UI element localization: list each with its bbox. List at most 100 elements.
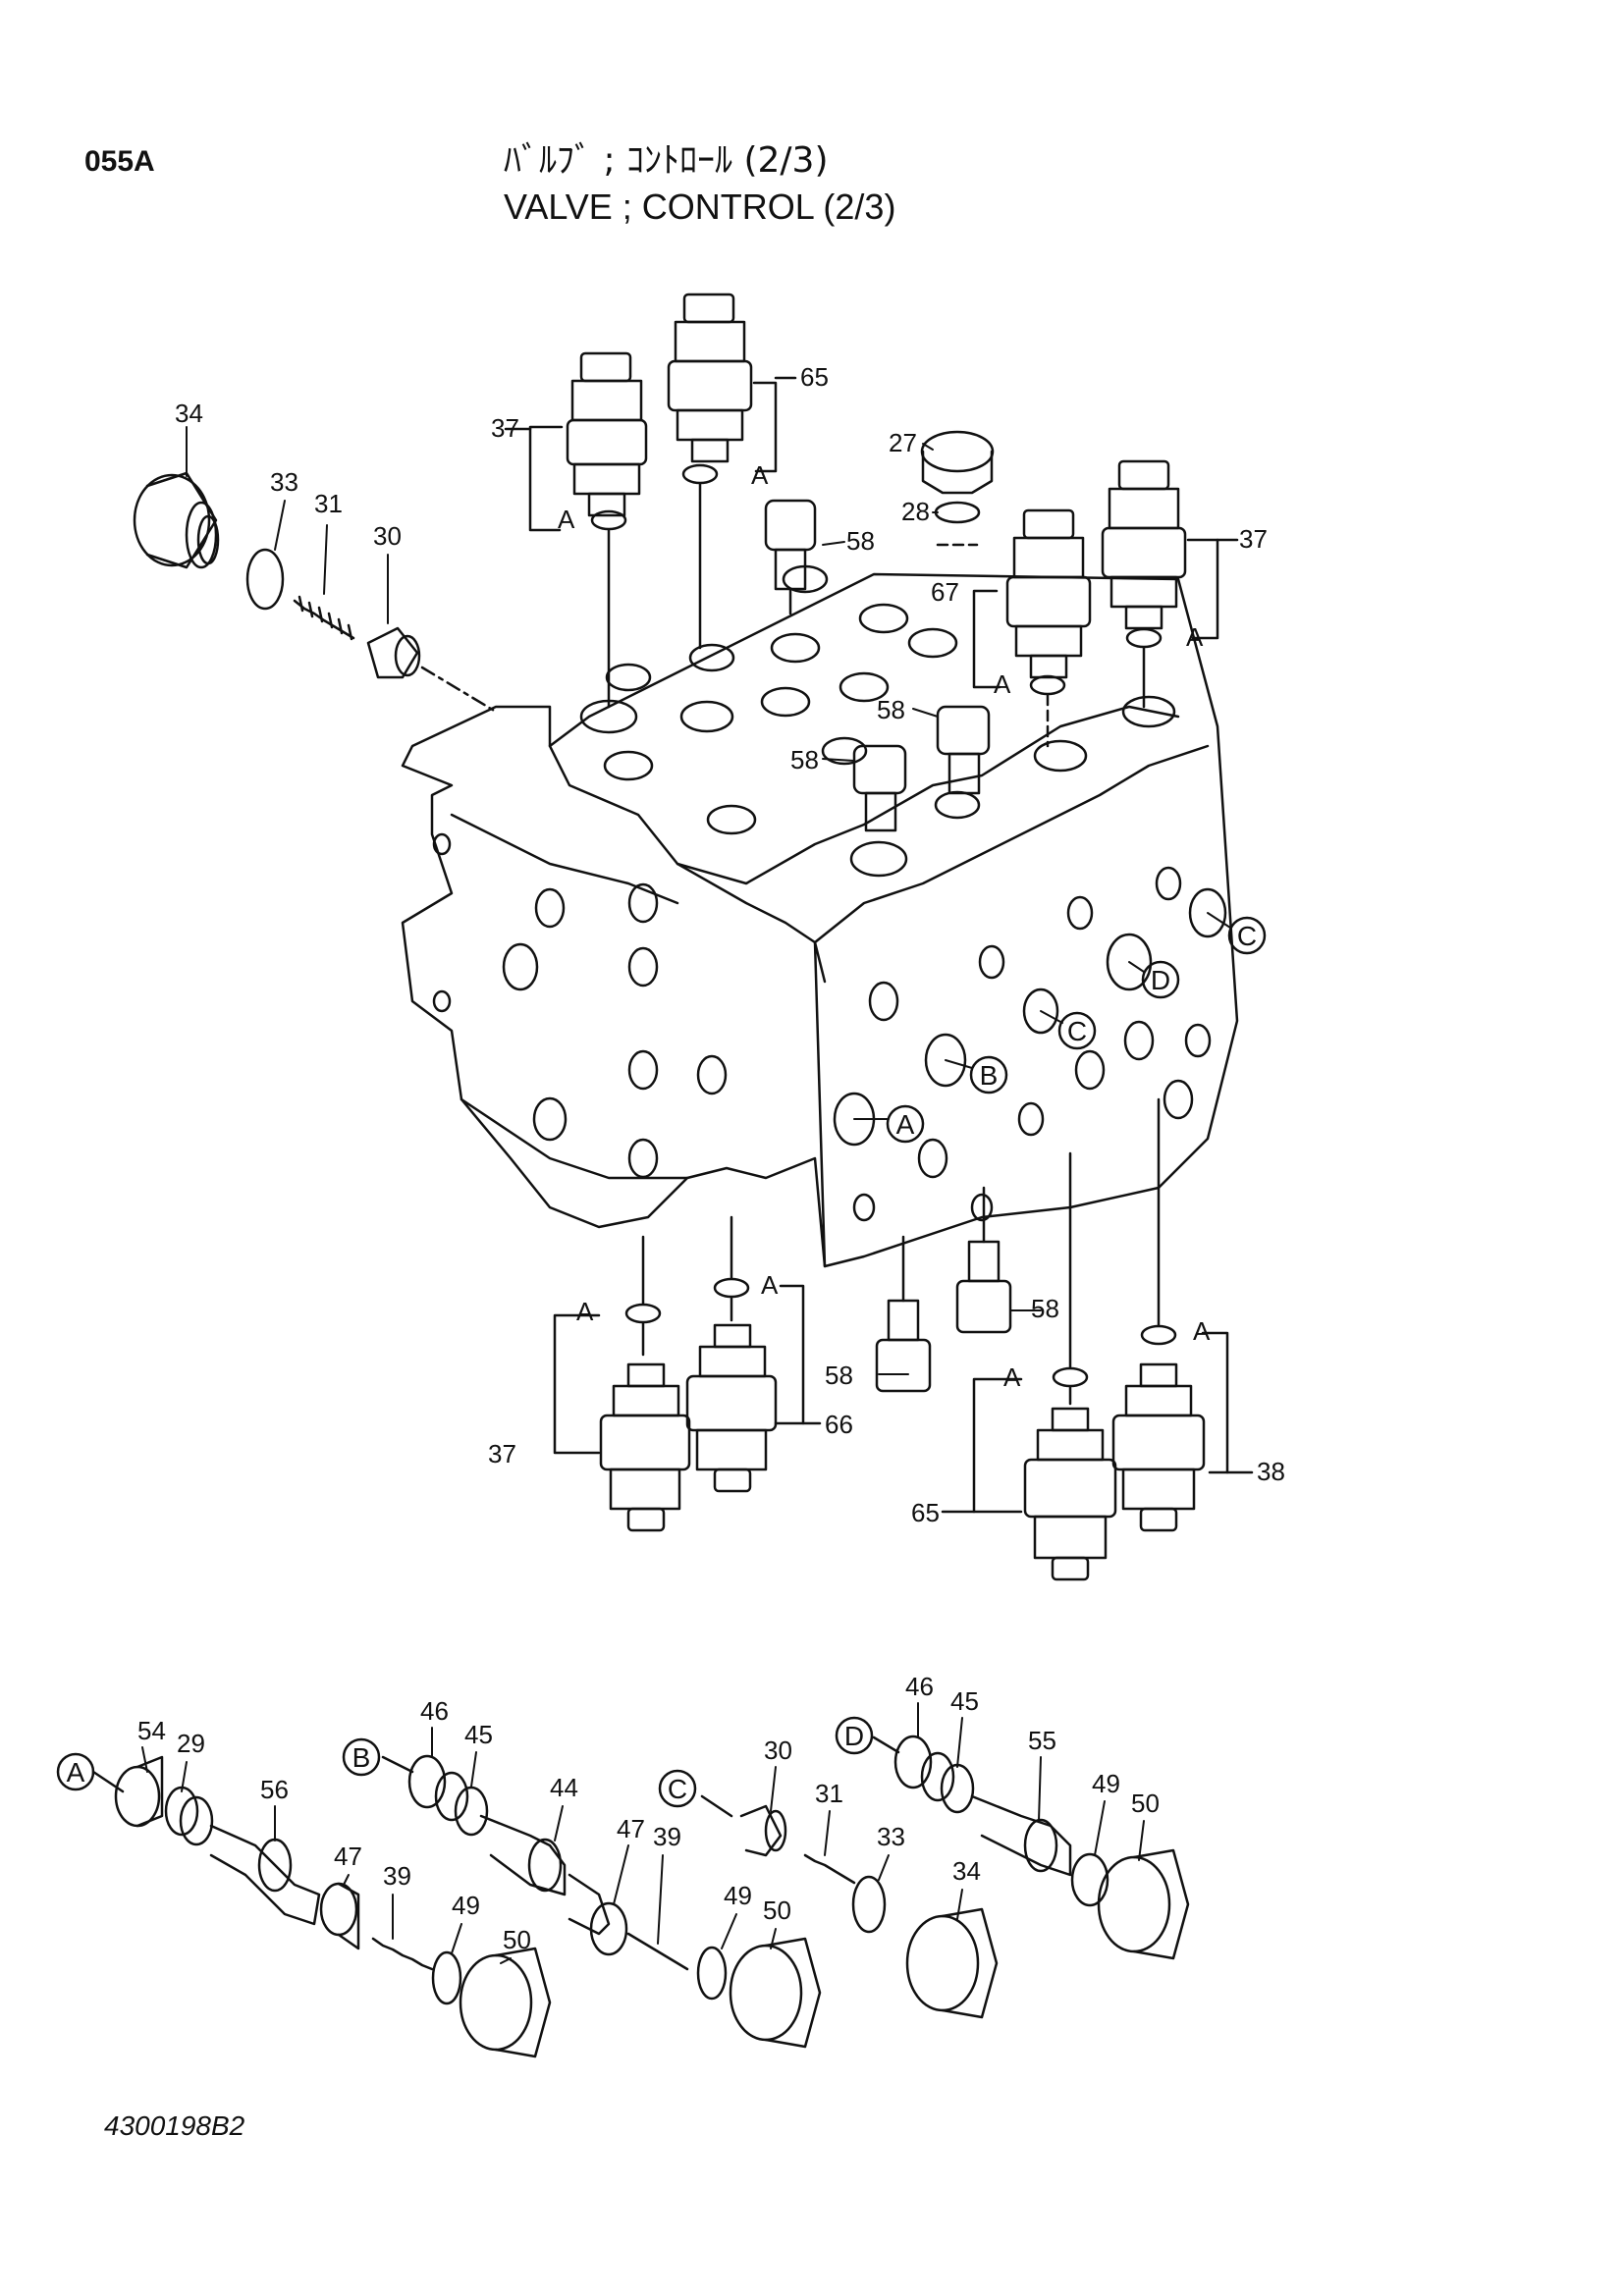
callout-67: 67	[931, 577, 959, 607]
explode-letter-c: C	[658, 1769, 697, 1808]
port-letter-a: A	[853, 1104, 925, 1144]
relief-valve-38	[1111, 1362, 1206, 1532]
page-code: 055A	[84, 145, 155, 178]
callout-34: 34	[952, 1856, 981, 1886]
o-ring-a-37-right	[1125, 627, 1163, 649]
callout-45: 45	[950, 1686, 979, 1716]
explode-letter-d: D	[835, 1716, 874, 1755]
o-ring-a-38	[1140, 1324, 1177, 1346]
svg-text:C: C	[1237, 921, 1257, 951]
callout-45: 45	[464, 1720, 493, 1749]
check-valve-58-bottom-right	[955, 1186, 1012, 1334]
callout-50: 50	[1131, 1789, 1160, 1818]
valve-body	[401, 564, 1239, 1268]
o-ring-33-top	[245, 548, 285, 611]
callout-58: 58	[1031, 1294, 1059, 1323]
check-valve-58-top	[764, 499, 817, 615]
callout-50: 50	[503, 1925, 531, 1954]
svg-text:B: B	[980, 1060, 999, 1091]
callout-leaders	[141, 426, 1145, 1964]
svg-text:D: D	[1151, 965, 1170, 995]
callout-38: 38	[1257, 1457, 1285, 1486]
callout-a: A	[761, 1270, 779, 1300]
callout-33: 33	[877, 1822, 905, 1851]
spool-assembly-d	[872, 1735, 1190, 1960]
callout-30: 30	[373, 521, 402, 551]
bracket-37-bottom	[553, 1313, 601, 1455]
callout-65: 65	[800, 362, 829, 392]
title-japanese: ﾊﾞﾙﾌﾞ ; ｺﾝﾄﾛｰﾙ (2/3)	[504, 140, 829, 181]
svg-text:D: D	[844, 1721, 864, 1751]
callout-30: 30	[764, 1735, 792, 1765]
check-valve-58-mid-left	[852, 744, 907, 832]
callout-58: 58	[790, 745, 819, 774]
callout-58: 58	[825, 1361, 853, 1390]
port-letter-d: D	[1128, 960, 1180, 999]
check-valve-58-mid-right	[936, 705, 991, 795]
bracket-65-bottom	[972, 1377, 1023, 1514]
drawing-number: 4300198B2	[104, 2110, 245, 2141]
plug-30-top	[366, 626, 421, 679]
port-letter-b: B	[945, 1055, 1008, 1095]
callout-49: 49	[452, 1891, 480, 1920]
relief-valve-66	[685, 1323, 778, 1493]
spring-31-top	[293, 595, 355, 641]
cap-27	[920, 430, 995, 495]
plug-34-top	[133, 471, 220, 569]
o-ring-a-bottom-37	[624, 1303, 662, 1324]
callout-27: 27	[889, 428, 917, 457]
callout-49: 49	[1092, 1769, 1120, 1798]
callout-a: A	[994, 669, 1011, 699]
callout-58: 58	[877, 695, 905, 724]
bracket-65	[752, 381, 778, 473]
relief-valve-37-bottom	[599, 1362, 691, 1532]
callout-31: 31	[815, 1779, 843, 1808]
callout-37: 37	[1239, 524, 1268, 554]
o-ring-a-top	[681, 463, 719, 485]
port-letter-c-2: C	[1207, 912, 1267, 955]
callout-47: 47	[334, 1842, 362, 1871]
callout-a: A	[1003, 1362, 1021, 1392]
callout-37: 37	[491, 413, 519, 443]
bracket-67	[972, 589, 1001, 689]
bracket-37-right	[1186, 538, 1219, 640]
callout-37: 37	[488, 1439, 516, 1468]
svg-text:C: C	[668, 1774, 687, 1804]
port-letter-c-1: C	[1040, 1010, 1097, 1050]
plug-assembly-c	[700, 1794, 999, 2019]
callout-50: 50	[763, 1896, 791, 1925]
callout-54: 54	[137, 1716, 166, 1745]
explode-letter-b: B	[342, 1737, 381, 1777]
callout-31: 31	[314, 489, 343, 518]
callout-47: 47	[617, 1814, 645, 1843]
explode-letter-a: A	[56, 1752, 95, 1791]
callout-a: A	[1193, 1316, 1211, 1346]
callout-55: 55	[1028, 1726, 1056, 1755]
spool-assembly-b	[381, 1754, 822, 2049]
callout-58: 58	[846, 526, 875, 556]
callout-33: 33	[270, 467, 298, 497]
callout-66: 66	[825, 1410, 853, 1439]
callout-numbers: 34 33 31 30 37 65 A A 27 28 58 67 37 A A…	[137, 362, 1285, 1954]
bracket-38	[1201, 1331, 1229, 1474]
callout-a: A	[576, 1297, 594, 1326]
o-ring-28	[934, 501, 981, 524]
relief-valve-65-bottom	[1023, 1407, 1117, 1581]
bracket-37	[528, 425, 564, 532]
callout-39: 39	[653, 1822, 681, 1851]
callout-56: 56	[260, 1775, 289, 1804]
o-ring-a-67	[1029, 674, 1066, 696]
svg-text:B: B	[352, 1742, 371, 1773]
svg-text:A: A	[896, 1109, 915, 1140]
check-valve-58-bottom-left	[875, 1235, 932, 1393]
callout-49: 49	[724, 1881, 752, 1910]
o-ring-a-65-bottom	[1052, 1366, 1089, 1388]
callout-34: 34	[175, 399, 203, 428]
callout-a: A	[558, 505, 575, 534]
callout-29: 29	[177, 1729, 205, 1758]
callout-65: 65	[911, 1498, 940, 1527]
o-ring-a-top-left	[590, 509, 627, 531]
svg-text:A: A	[67, 1757, 85, 1788]
